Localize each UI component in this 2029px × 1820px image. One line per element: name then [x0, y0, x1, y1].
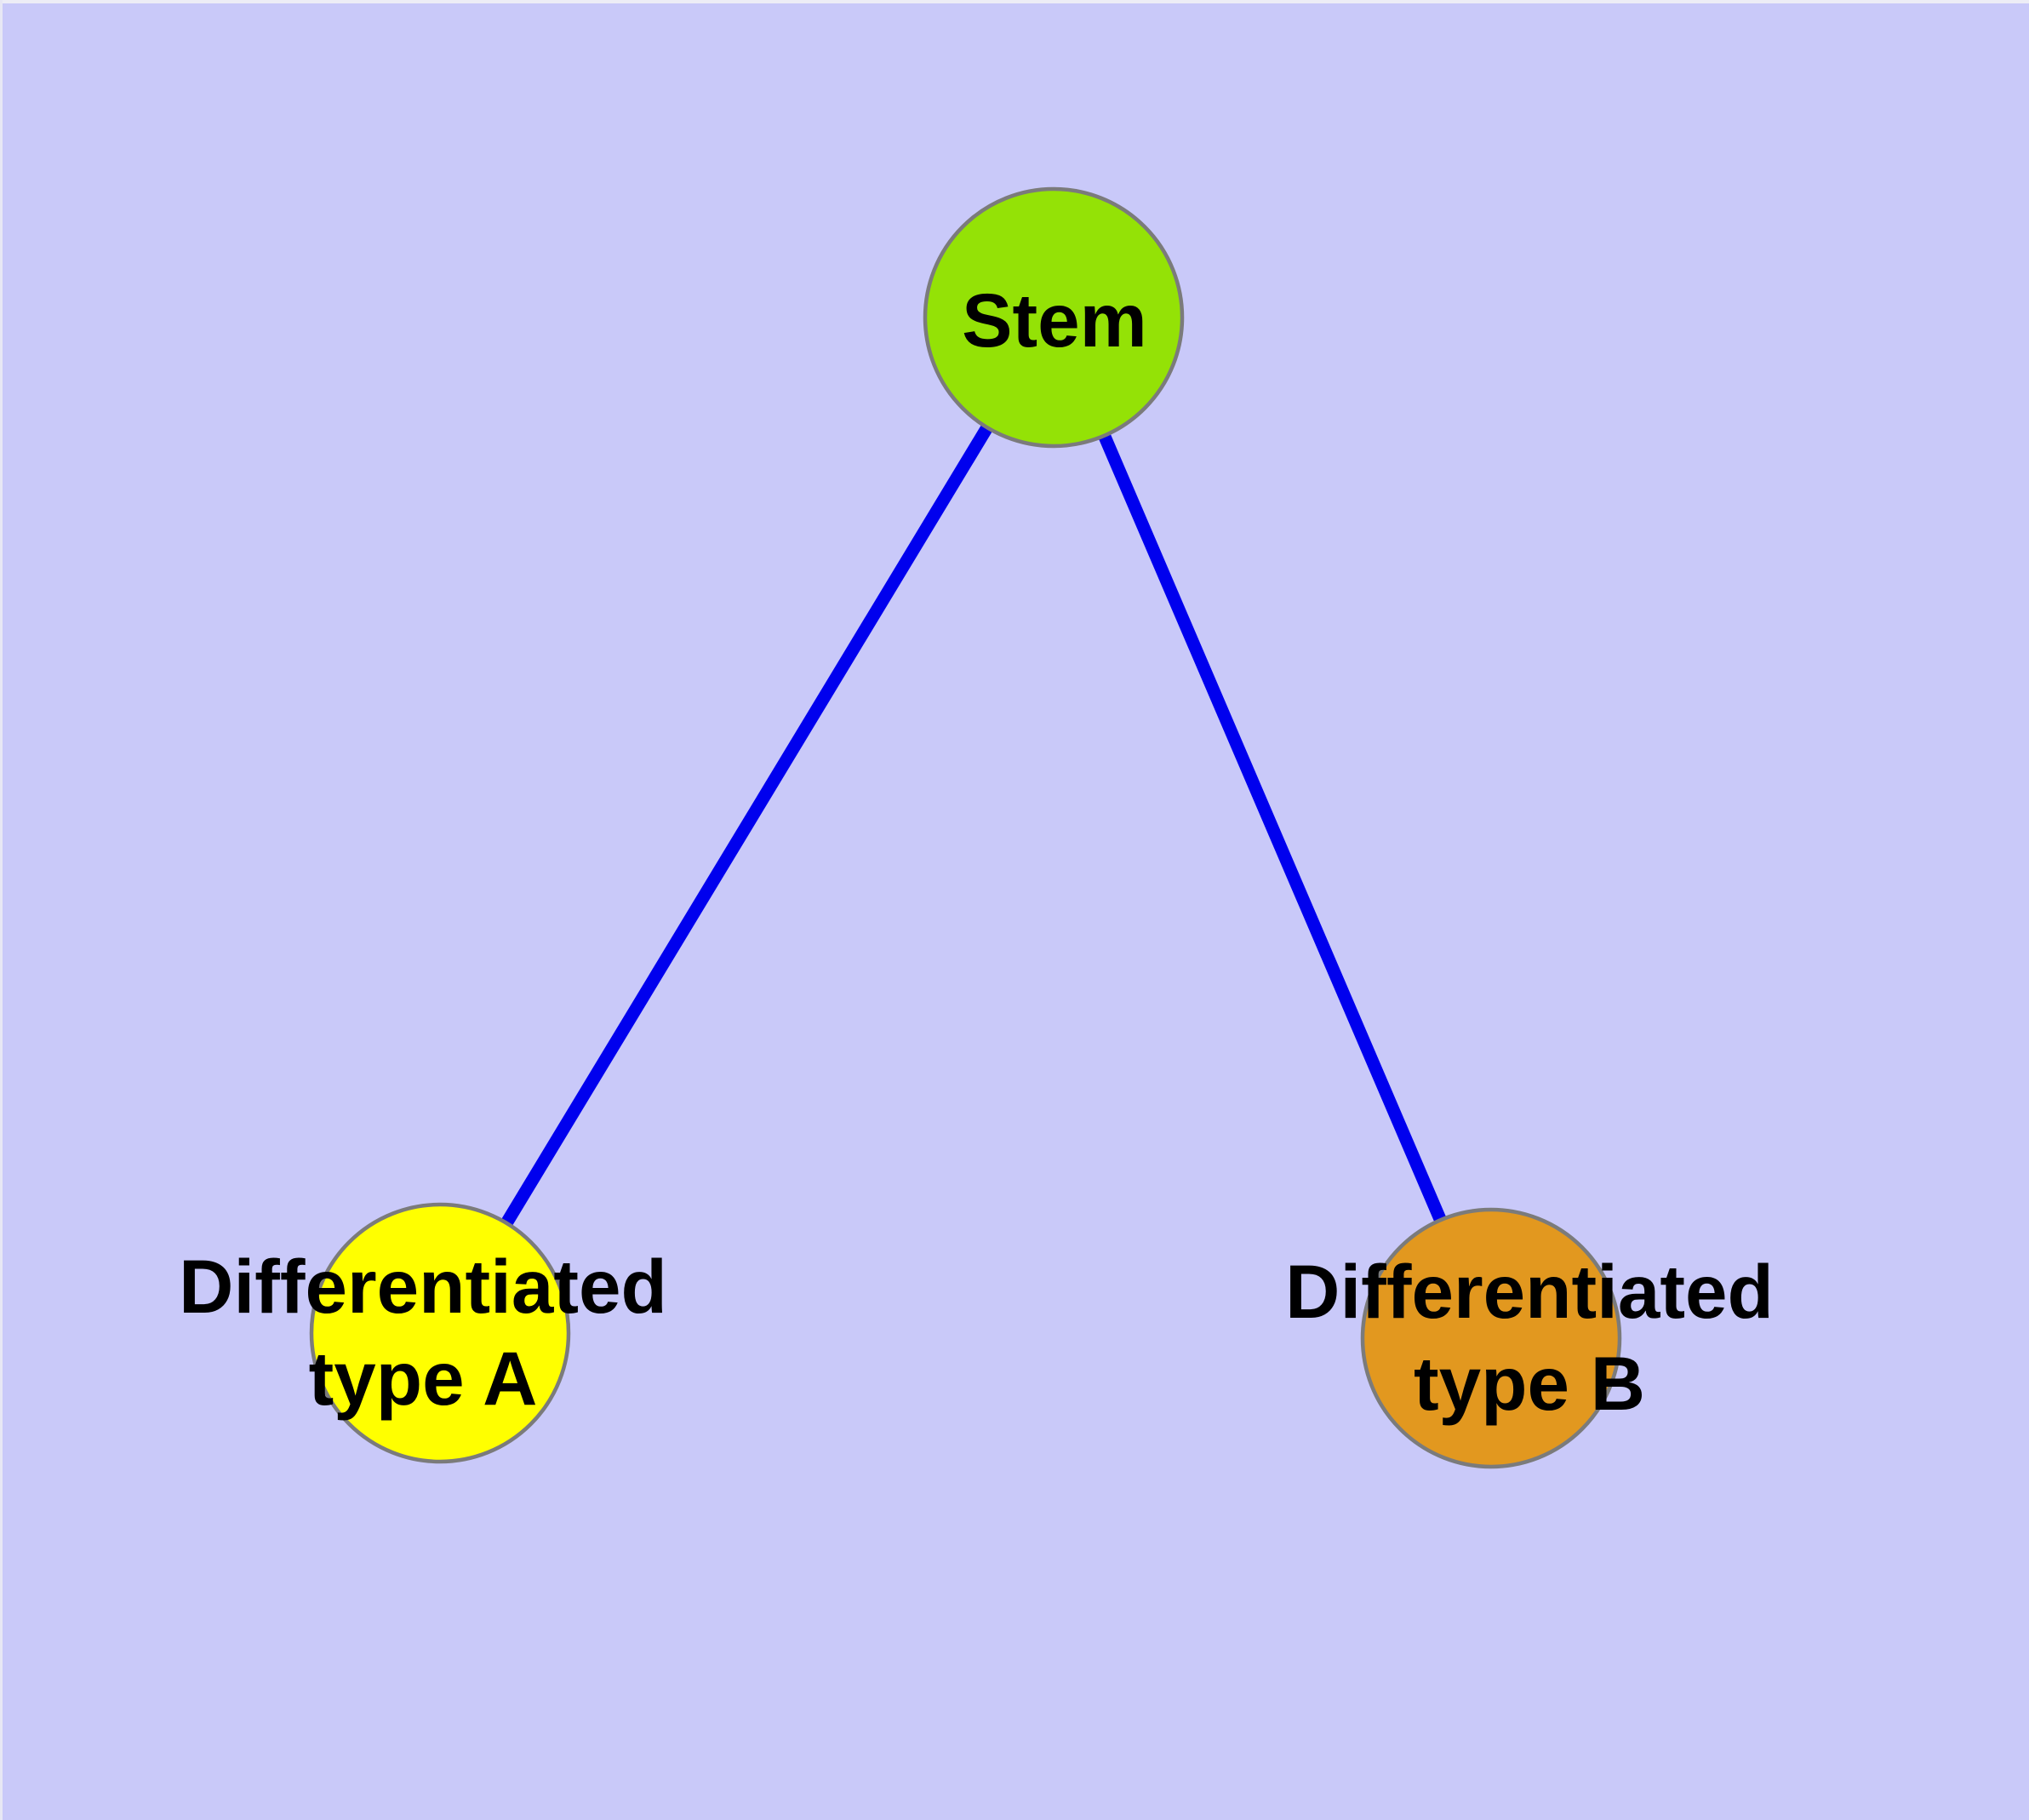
edge-stem-to-type-b	[1048, 315, 1497, 1341]
node-type-a-label-line2: type A	[308, 1336, 538, 1421]
node-type-b-circle	[1360, 1207, 1622, 1469]
edge-stem-to-type-a	[434, 314, 1060, 1336]
node-type-a-circle	[309, 1202, 571, 1464]
node-type-a-label-line1: Differentiated	[179, 1244, 667, 1329]
node-stem-label: Stem	[962, 274, 1147, 366]
node-type-a-label: Differentiated type A	[179, 1240, 667, 1424]
node-stem-label-text: Stem	[962, 278, 1147, 363]
canvas-top-edge-highlight	[0, 0, 2029, 3]
node-stem-circle	[923, 186, 1185, 449]
node-type-b-label-line1: Differentiated	[1285, 1249, 1774, 1334]
node-type-b-label: Differentiated type B	[1285, 1245, 1774, 1429]
canvas-left-edge-highlight	[0, 0, 3, 1820]
node-type-b-label-line2: type B	[1413, 1341, 1645, 1426]
